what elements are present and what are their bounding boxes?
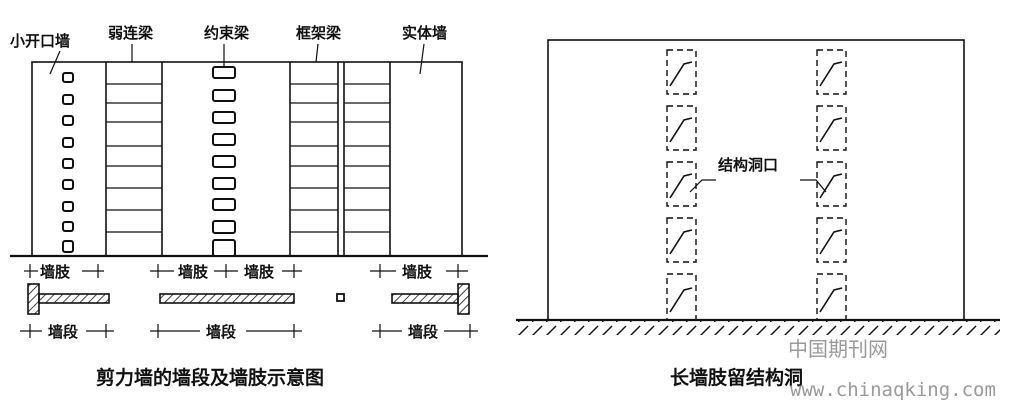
leader-right	[800, 179, 827, 193]
watermark-url: www.chinaqking.com	[790, 379, 996, 401]
limb-label-1: 墙肢	[40, 263, 71, 281]
label-frame-beam: 框架梁	[296, 24, 342, 42]
weak-coupling-beams	[106, 83, 162, 233]
right-diagram: 结构洞口 长墙肢留结构洞	[516, 39, 1000, 389]
label-solid-wall: 实体墙	[402, 24, 447, 42]
left-caption: 剪力墙的墙段及墙肢示意图	[96, 366, 324, 389]
watermark-cn: 中国期刊网	[788, 337, 888, 361]
label-structural-opening: 结构洞口	[718, 156, 778, 174]
wall-edges	[105, 62, 391, 256]
structural-holes-left	[666, 49, 697, 321]
long-wall-outline	[547, 39, 965, 321]
limb-label-4: 墙肢	[402, 263, 433, 281]
label-restraint-beam: 约束梁	[204, 24, 250, 42]
ground-hatch	[516, 321, 1000, 335]
segment-label-2: 墙段	[206, 323, 236, 341]
restraint-openings	[212, 66, 236, 257]
segment-label-1: 墙段	[48, 323, 78, 341]
frame-beams	[290, 83, 390, 233]
crack-lines-left	[669, 61, 693, 313]
small-openings	[62, 72, 74, 253]
structural-holes-right	[816, 49, 847, 321]
limb-label-3: 墙肢	[244, 263, 275, 281]
label-weak-coupling-beam: 弱连梁	[108, 24, 154, 42]
limb-dimension-lines	[24, 264, 468, 278]
label-small-opening-wall: 小开口墙	[10, 32, 70, 50]
right-caption: 长墙肢留结构洞	[670, 366, 803, 389]
leader-left	[689, 179, 716, 193]
wall-outline	[31, 61, 463, 257]
left-diagram: 小开口墙 弱连梁 约束梁 框架梁 实体墙 墙肢 墙肢 墙肢 墙肢	[10, 24, 488, 389]
segment-label-3: 墙段	[408, 323, 438, 341]
segment-dimension-lines	[20, 324, 478, 338]
limb-label-2: 墙肢	[178, 263, 209, 281]
plan-sections	[27, 283, 470, 315]
